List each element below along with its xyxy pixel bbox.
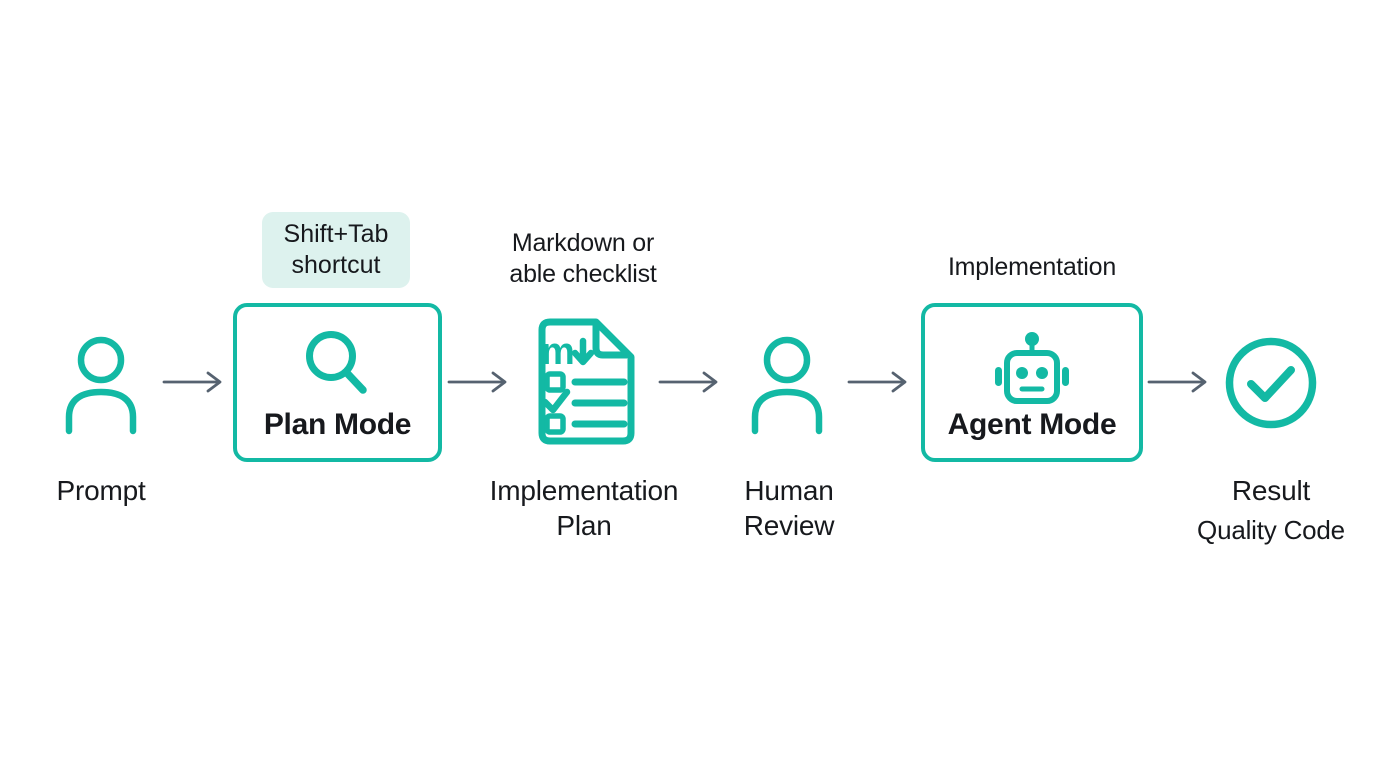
markdown-checklist-document-icon: m [533, 317, 637, 447]
implementation-plan-line: Implementation [489, 475, 679, 506]
arrow-right-icon [447, 370, 515, 394]
plan-mode-box: Plan Mode [233, 303, 442, 462]
arrow-right-icon [658, 370, 726, 394]
result-label: Result [1231, 475, 1311, 506]
human-review-line: Review [743, 510, 835, 541]
plan-mode-title: Plan Mode [263, 408, 412, 441]
arrow-right-icon [847, 370, 915, 394]
robot-icon [993, 331, 1071, 407]
user-icon [61, 335, 141, 435]
agent-mode-title: Agent Mode [947, 408, 1117, 441]
markdown-note-line: Markdown or [511, 229, 655, 257]
search-icon [305, 331, 371, 401]
user-icon [747, 335, 827, 435]
implementation-plan-label: Implementation Plan [464, 473, 704, 543]
markdown-note-line: able checklist [509, 260, 657, 288]
check-circle-icon [1225, 337, 1317, 429]
step-human-review [747, 335, 827, 435]
implementation-plan-line: Plan [556, 510, 612, 541]
step-prompt [61, 335, 141, 435]
shift-tab-badge: Shift+Tab shortcut [262, 212, 410, 288]
arrow-right-icon [162, 370, 230, 394]
markdown-m-glyph: m [541, 331, 575, 373]
agent-mode-box: Agent Mode [921, 303, 1143, 462]
human-review-line: Human [744, 475, 834, 506]
arrow-right-icon [1147, 370, 1215, 394]
human-review-label: Human Review [709, 473, 869, 543]
implementation-note: Implementation [947, 253, 1117, 281]
badge-line: Shift+Tab [283, 220, 389, 248]
markdown-note: Markdown or able checklist [463, 228, 703, 290]
quality-code-label: Quality Code [1197, 515, 1345, 545]
prompt-label: Prompt [56, 475, 146, 506]
badge-line: shortcut [291, 251, 381, 279]
